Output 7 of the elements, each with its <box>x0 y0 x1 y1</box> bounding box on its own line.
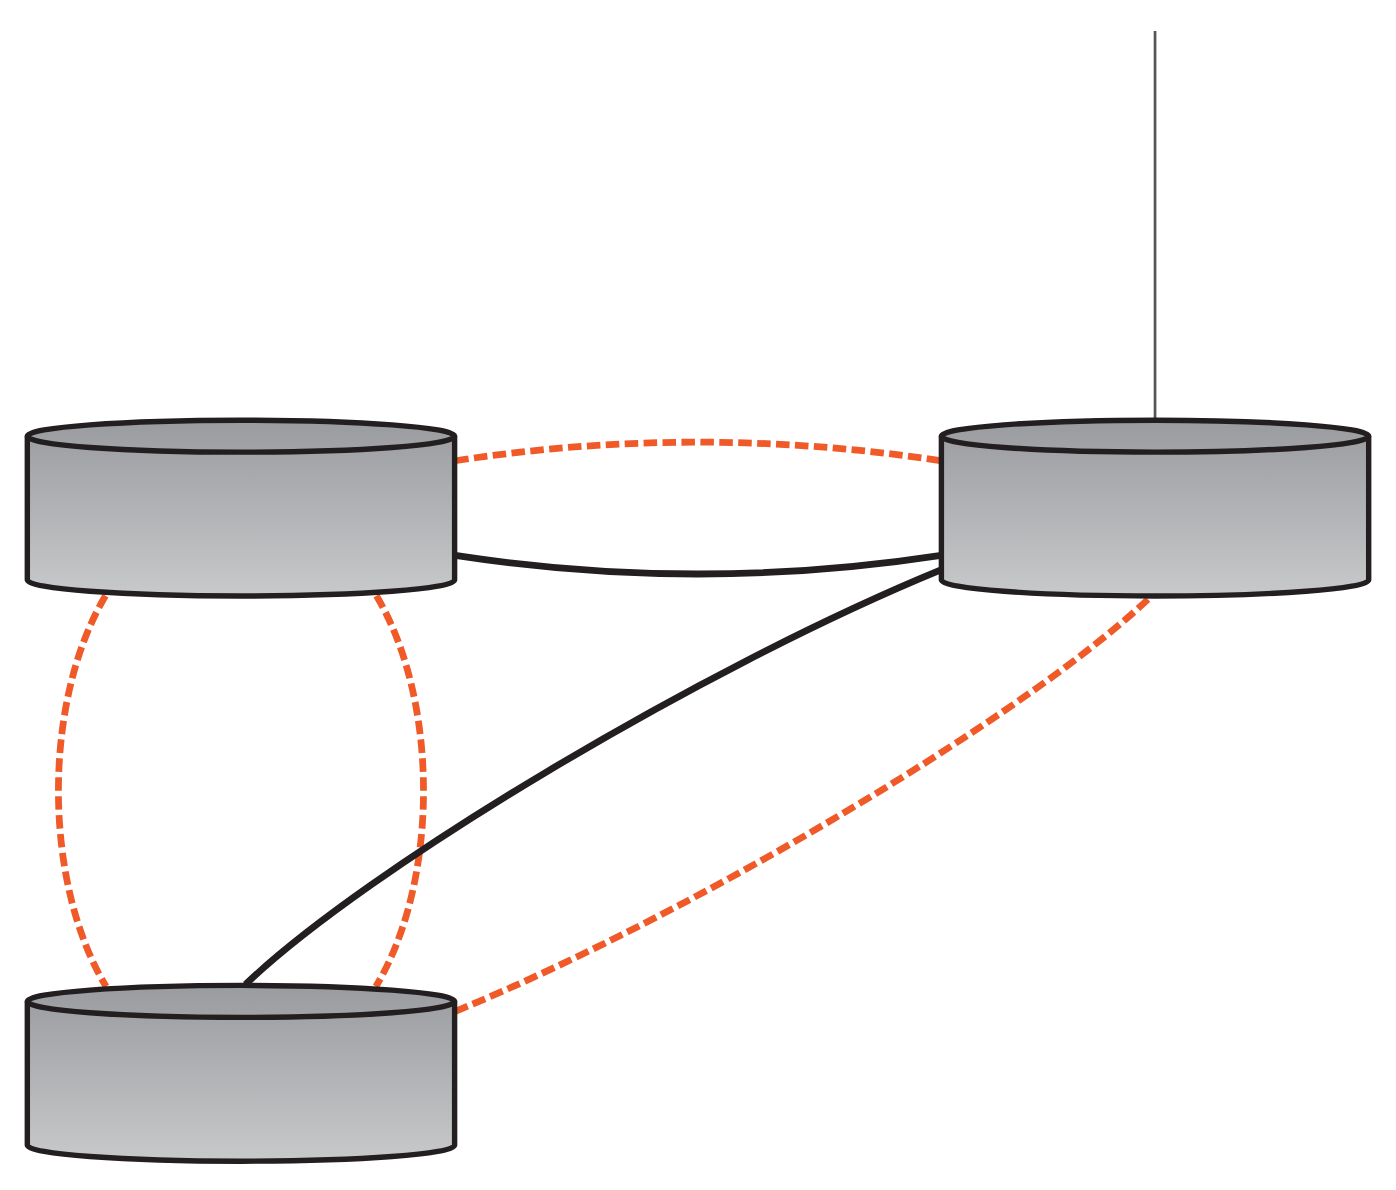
connector <box>243 567 942 988</box>
connector <box>454 594 1153 1015</box>
connector <box>55 594 110 989</box>
connector <box>454 552 942 578</box>
connector <box>1153 31 1157 420</box>
connector <box>372 594 427 989</box>
connector <box>454 438 942 465</box>
